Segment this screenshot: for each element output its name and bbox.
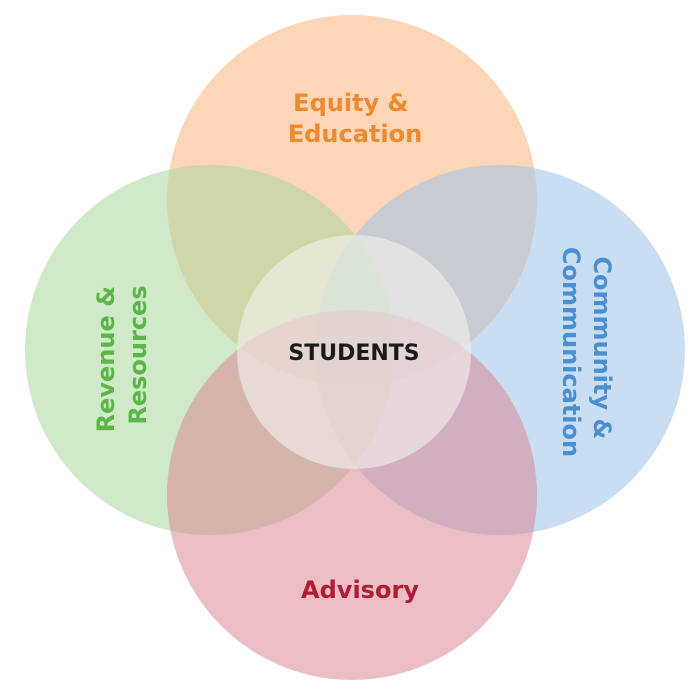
label-revenue-resources: Revenue & Resources [92, 278, 152, 433]
label-community-line-1: Community & [588, 256, 616, 439]
label-equity-line-1: Equity & [293, 89, 408, 117]
label-revenue-line-1: Revenue & [92, 286, 120, 432]
label-revenue-line-2: Resources [124, 285, 152, 424]
label-advisory: Advisory [301, 576, 419, 604]
label-community-line-2: Communication [557, 247, 585, 457]
circle-students [237, 235, 471, 469]
label-students: STUDENTS [288, 341, 419, 366]
label-equity-education: Equity & Education [288, 89, 422, 148]
label-community-communication: Community & Communication [557, 247, 616, 457]
label-equity-line-2: Education [288, 120, 422, 148]
